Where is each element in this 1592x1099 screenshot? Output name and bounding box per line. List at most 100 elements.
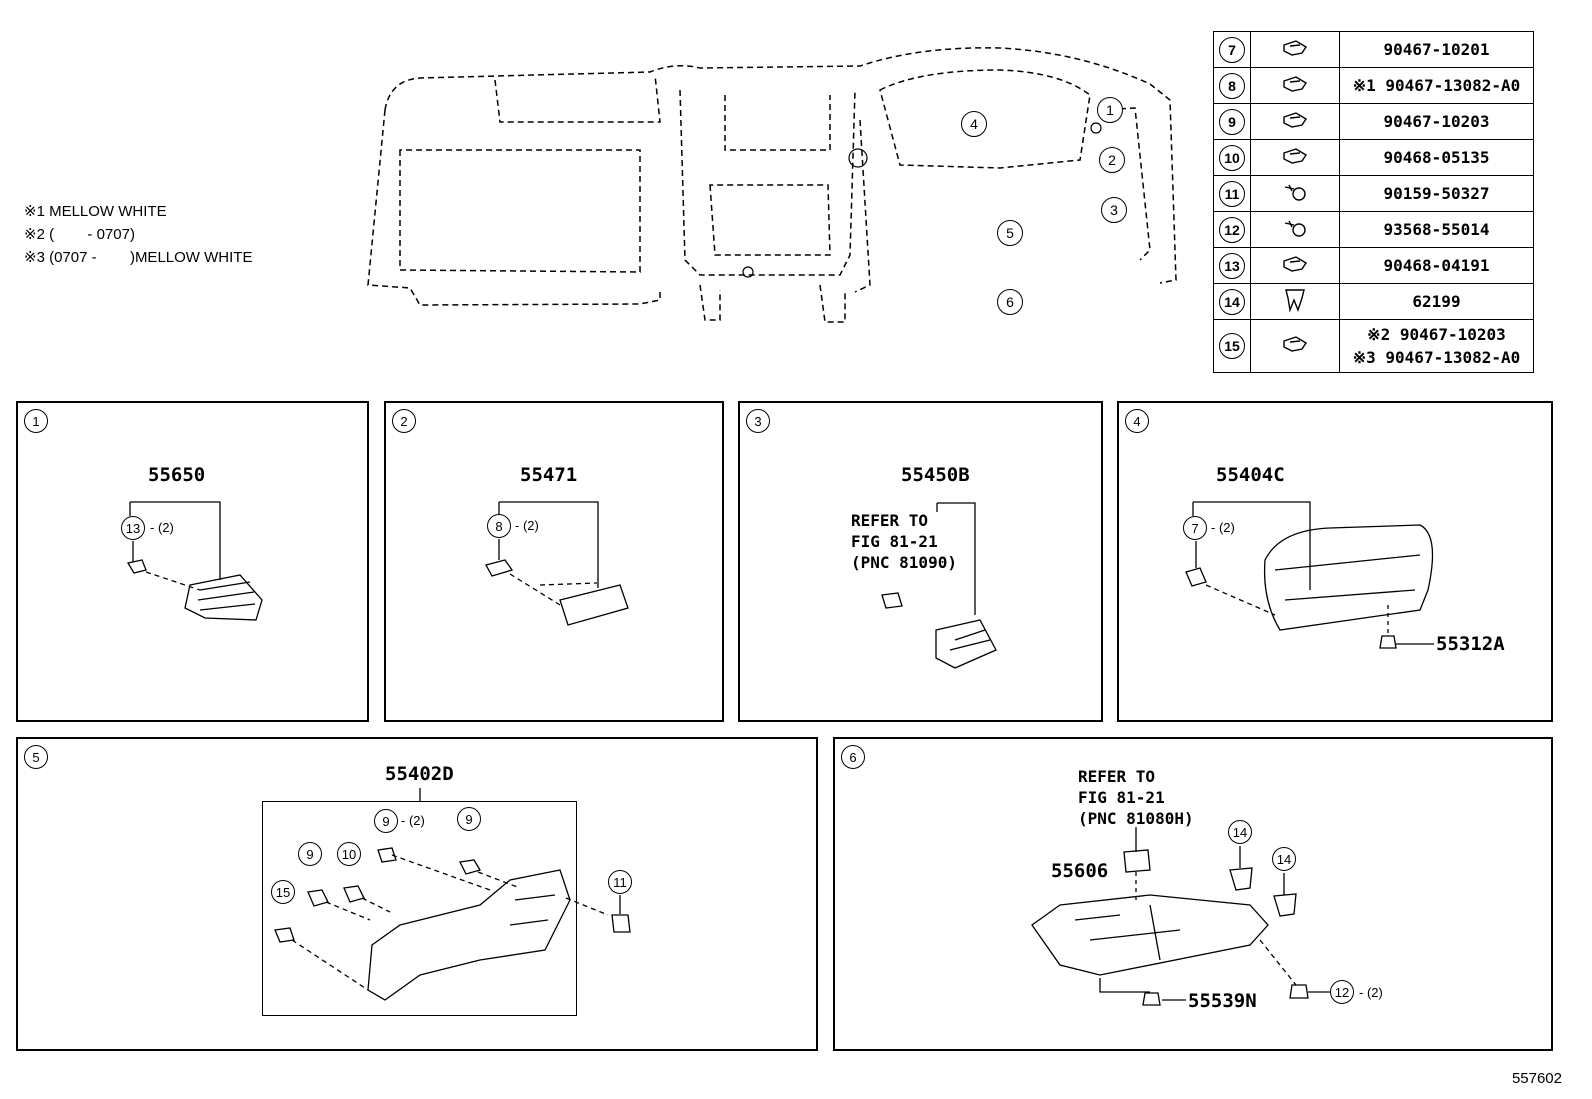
fastener-row: 9 90467-10203 — [1213, 103, 1534, 140]
note-3: ※3 (0707 - )MELLOW WHITE — [24, 249, 253, 266]
panel-1-part-number: 55650 — [148, 464, 206, 486]
panel-4 — [1117, 401, 1553, 722]
panel-2-number: 2 — [392, 409, 416, 433]
panel-5-callout-15: 15 — [271, 880, 295, 904]
panel-4-qty: - (2) — [1211, 520, 1235, 535]
panel-4-screw-part-number: 55312A — [1436, 633, 1505, 655]
fastener-index-callout: 8 — [1219, 72, 1245, 99]
fastener-part-number: 93568-55014 — [1339, 211, 1534, 248]
panel-6-callout-12: 12 — [1330, 980, 1354, 1004]
panel-6-part-number-b: 55539N — [1188, 990, 1257, 1012]
fastener-row: 13 90468-04191 — [1213, 247, 1534, 284]
color-notes: ※1 MELLOW WHITE ※2 ( - 0707) ※3 (0707 - … — [24, 200, 252, 269]
panel-2 — [384, 401, 724, 722]
panel-5-callout-11: 11 — [608, 870, 632, 894]
panel-5-number: 5 — [24, 745, 48, 769]
screw-icon — [1250, 175, 1340, 212]
fastener-part-number: 90159-50327 — [1339, 175, 1534, 212]
fastener-row: 7 90467-10201 — [1213, 31, 1534, 68]
panel-3 — [738, 401, 1103, 722]
fastener-part-number: ※1 90467-13082-A0 — [1339, 67, 1534, 104]
panel-6-callout-14b: 14 — [1272, 847, 1296, 871]
fastener-row: 11 90159-50327 — [1213, 175, 1534, 212]
panel-2-sub-callout: 8 — [487, 514, 511, 538]
panel-6-part-number-a: 55606 — [1051, 860, 1109, 882]
fastener-index-callout: 10 — [1219, 144, 1245, 171]
panel-6-refer-line-3: (PNC 81080H) — [1078, 809, 1194, 828]
panel-2-part-number: 55471 — [520, 464, 578, 486]
fastener-index-callout: 12 — [1219, 216, 1245, 243]
fastener-index-callout: 13 — [1219, 252, 1245, 279]
panel-5-qty: - (2) — [401, 813, 425, 828]
fastener-part-number-line: ※1 90467-13082-A0 — [1352, 76, 1521, 95]
panel-6-number: 6 — [841, 745, 865, 769]
fastener-index-callout: 11 — [1219, 180, 1245, 207]
panel-5-assembly-box — [262, 801, 577, 1016]
panel-4-part-number: 55404C — [1216, 464, 1285, 486]
dashboard-overview-drawing — [367, 47, 1177, 323]
fastener-part-number-line: 90467-10203 — [1383, 112, 1490, 131]
fastener-index-callout: 15 — [1219, 333, 1245, 359]
fastener-part-number: ※2 90467-10203※3 90467-13082-A0 — [1339, 319, 1534, 373]
fastener-row: 15 ※2 90467-10203※3 90467-13082-A0 — [1213, 319, 1534, 373]
panel-4-sub-callout: 7 — [1183, 516, 1207, 540]
panel-6-refer-line-1: REFER TO — [1078, 767, 1156, 786]
panel-3-refer-line-2: FIG 81-21 — [851, 532, 938, 551]
panel-1-qty: - (2) — [150, 520, 174, 535]
fastener-index: 9 — [1213, 103, 1251, 140]
fastener-part-number-line: 90467-10201 — [1383, 40, 1490, 59]
fastener-index-callout: 9 — [1219, 108, 1245, 135]
fastener-part-number: 90467-10203 — [1339, 103, 1534, 140]
note-2: ※2 ( - 0707) — [24, 226, 135, 243]
panel-4-number: 4 — [1125, 409, 1149, 433]
panel-5-callout-9b: 9 — [457, 807, 481, 831]
panel-1-sub-callout: 13 — [121, 516, 145, 540]
clip-icon — [1250, 139, 1340, 176]
panel-2-qty: - (2) — [515, 518, 539, 533]
fastener-row: 14 62199 — [1213, 283, 1534, 320]
fastener-part-number: 90467-10201 — [1339, 31, 1534, 68]
fastener-index: 15 — [1213, 319, 1251, 373]
clip-icon — [1250, 319, 1340, 373]
panel-3-part-number: 55450B — [901, 464, 970, 486]
fastener-index-callout: 7 — [1219, 36, 1245, 63]
fastener-row: 10 90468-05135 — [1213, 139, 1534, 176]
panel-5 — [16, 737, 818, 1051]
fastener-index: 7 — [1213, 31, 1251, 68]
panel-6-callout-14a: 14 — [1228, 820, 1252, 844]
fastener-index: 13 — [1213, 247, 1251, 284]
overview-callout-4: 4 — [961, 111, 987, 137]
panel-5-callout-9c: 9 — [298, 842, 322, 866]
fastener-index: 12 — [1213, 211, 1251, 248]
overview-callout-1: 1 — [1097, 97, 1123, 123]
panel-6-refer-note: REFER TO FIG 81-21 (PNC 81080H) — [1078, 766, 1194, 829]
fastener-index-callout: 14 — [1219, 288, 1245, 315]
panel-5-part-number: 55402D — [385, 763, 454, 785]
overview-callout-6: 6 — [997, 289, 1023, 315]
panel-1-number: 1 — [24, 409, 48, 433]
fastener-row: 8 ※1 90467-13082-A0 — [1213, 67, 1534, 104]
fastener-table: 7 90467-10201 8 ※1 90467-13082-A0 9 90467-102… — [1213, 31, 1534, 373]
fastener-part-number-line: 93568-55014 — [1383, 220, 1490, 239]
clip-icon — [1250, 31, 1340, 68]
note-1: ※1 MELLOW WHITE — [24, 203, 167, 220]
panel-5-callout-9a: 9 — [374, 809, 398, 833]
fastener-part-number-line: 90468-04191 — [1383, 256, 1490, 275]
panel-6 — [833, 737, 1553, 1051]
fastener-part-number-line: 62199 — [1412, 292, 1461, 311]
panel-3-refer-line-1: REFER TO — [851, 511, 929, 530]
panel-5-callout-10: 10 — [337, 842, 361, 866]
overview-callout-3: 3 — [1101, 197, 1127, 223]
fastener-part-number-line: 90468-05135 — [1383, 148, 1490, 167]
panel-3-number: 3 — [746, 409, 770, 433]
fastener-index: 10 — [1213, 139, 1251, 176]
panel-1 — [16, 401, 369, 722]
panel-6-qty: - (2) — [1359, 985, 1383, 1000]
diagram-id: 557602 — [1511, 1070, 1562, 1087]
overview-callout-5: 5 — [997, 220, 1023, 246]
panel-3-refer-line-3: (PNC 81090) — [851, 553, 957, 572]
fastener-part-number-line: ※3 90467-13082-A0 — [1352, 348, 1521, 367]
panel-6-refer-line-2: FIG 81-21 — [1078, 788, 1165, 807]
overview-callout-2: 2 — [1099, 147, 1125, 173]
